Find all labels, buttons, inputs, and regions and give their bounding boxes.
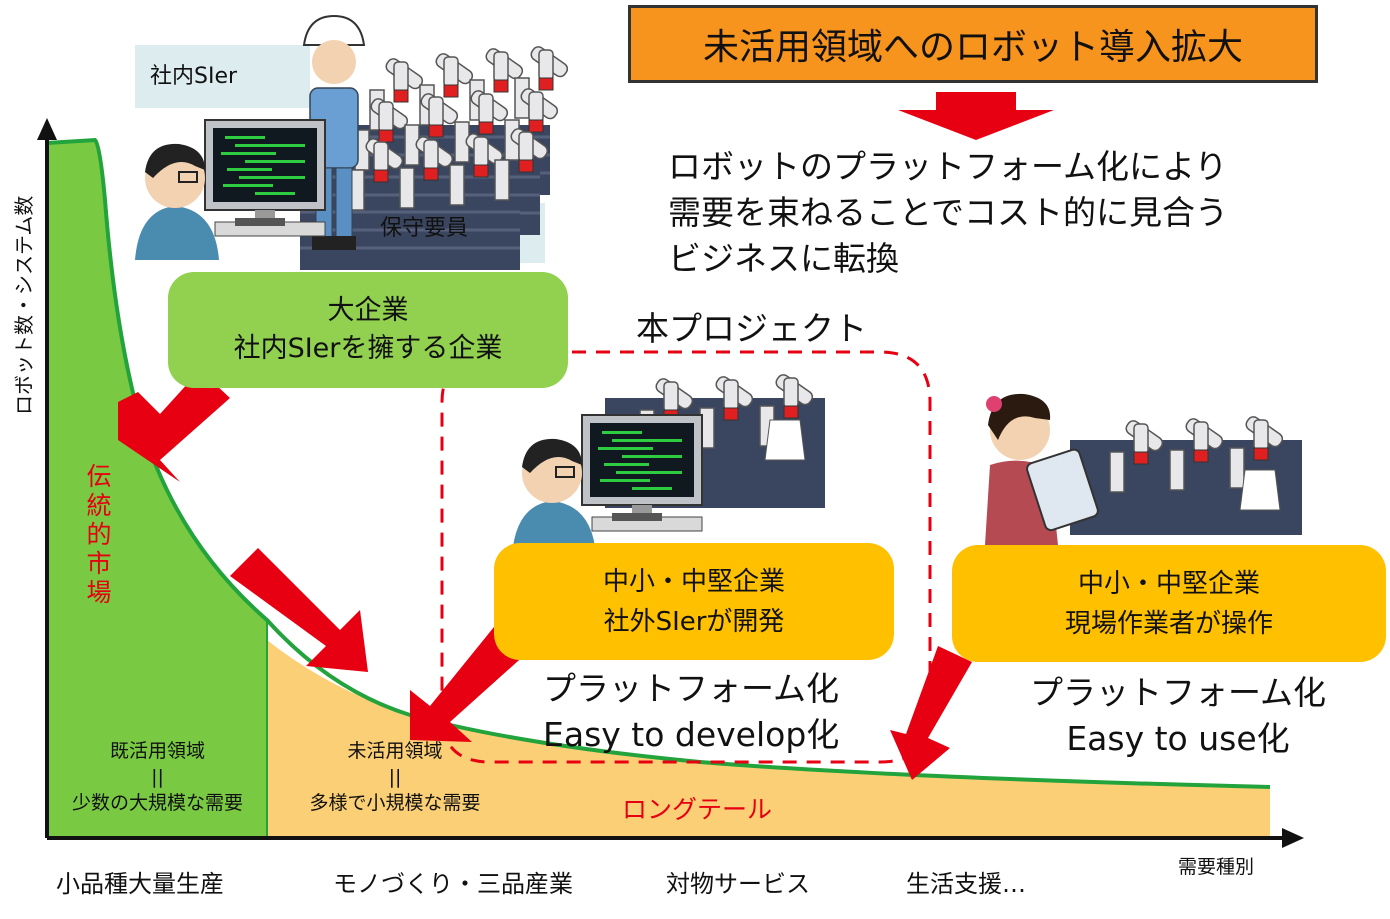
large-company-box: 大企業 社内SIerを擁する企業 bbox=[168, 272, 568, 388]
title-box: 未活用領域へのロボット導入拡大 bbox=[628, 5, 1318, 83]
platform-use-line1: プラットフォーム化 bbox=[1029, 673, 1326, 712]
traditional-market-label: 伝 統 的 市 場 bbox=[82, 462, 116, 607]
sme-use-line1: 中小・中堅企業 bbox=[1077, 568, 1260, 599]
unused-area-label: 未活用領域 || 多様で小規模な需要 bbox=[285, 738, 505, 816]
category-1: 小品種大量生産 bbox=[56, 870, 224, 898]
project-label: 本プロジェクト bbox=[636, 309, 867, 348]
strategy-line-3: ビジネスに転換 bbox=[668, 239, 899, 278]
platform-dev-line2: Easy to develop化 bbox=[543, 715, 840, 754]
large-company-line1: 大企業 bbox=[327, 295, 409, 326]
sme-dev-line2: 社外SIerが開発 bbox=[603, 606, 785, 637]
strategy-text: ロボットのプラットフォーム化により 需要を束ねることでコスト的に見合う ビジネス… bbox=[668, 144, 1228, 282]
category-4: 生活支援… bbox=[906, 870, 1026, 898]
sme-dev-box: 中小・中堅企業 社外SIerが開発 bbox=[494, 543, 894, 660]
platform-use-text: プラットフォーム化 Easy to use化 bbox=[1008, 670, 1348, 762]
strategy-line-1: ロボットのプラットフォーム化により bbox=[668, 147, 1228, 186]
traditional-char-4: 市 bbox=[86, 549, 112, 578]
sme-use-line2: 現場作業者が操作 bbox=[1064, 608, 1273, 639]
strategy-line-2: 需要を束ねることでコスト的に見合う bbox=[668, 193, 1229, 232]
existing-area-line3: 少数の大規模な需要 bbox=[71, 792, 243, 814]
existing-area-line1: 既活用領域 bbox=[109, 740, 205, 762]
category-2: モノづくり・三品産業 bbox=[333, 870, 573, 898]
traditional-char-1: 伝 bbox=[86, 462, 112, 491]
platform-dev-line1: プラットフォーム化 bbox=[543, 669, 840, 708]
large-company-line2: 社内SIerを擁する企業 bbox=[233, 333, 503, 364]
traditional-char-2: 統 bbox=[86, 491, 112, 520]
y-axis-label: ロボット数・システム数 bbox=[12, 195, 36, 415]
unused-area-line3: 多様で小規模な需要 bbox=[309, 792, 481, 814]
platform-dev-text: プラットフォーム化 Easy to develop化 bbox=[543, 666, 839, 758]
platform-use-line2: Easy to use化 bbox=[1066, 719, 1290, 758]
sme-use-box: 中小・中堅企業 現場作業者が操作 bbox=[952, 545, 1386, 662]
long-tail-label: ロングテール bbox=[622, 795, 773, 824]
existing-area-label: 既活用領域 || 少数の大規模な需要 bbox=[50, 738, 265, 816]
label-in-house-sier: 社内SIer bbox=[150, 64, 238, 89]
category-3: 対物サービス bbox=[666, 870, 810, 898]
traditional-char-5: 場 bbox=[86, 578, 112, 607]
existing-area-line2: || bbox=[151, 766, 164, 788]
label-maintenance: 保守要員 bbox=[380, 216, 469, 241]
unused-area-line1: 未活用領域 bbox=[347, 740, 443, 762]
unused-area-line2: || bbox=[388, 766, 402, 788]
traditional-char-3: 的 bbox=[86, 520, 112, 549]
sme-dev-line1: 中小・中堅企業 bbox=[602, 566, 785, 597]
x-axis-label: 需要種別 bbox=[1178, 856, 1255, 878]
title-text: 未活用領域へのロボット導入拡大 bbox=[702, 27, 1243, 68]
